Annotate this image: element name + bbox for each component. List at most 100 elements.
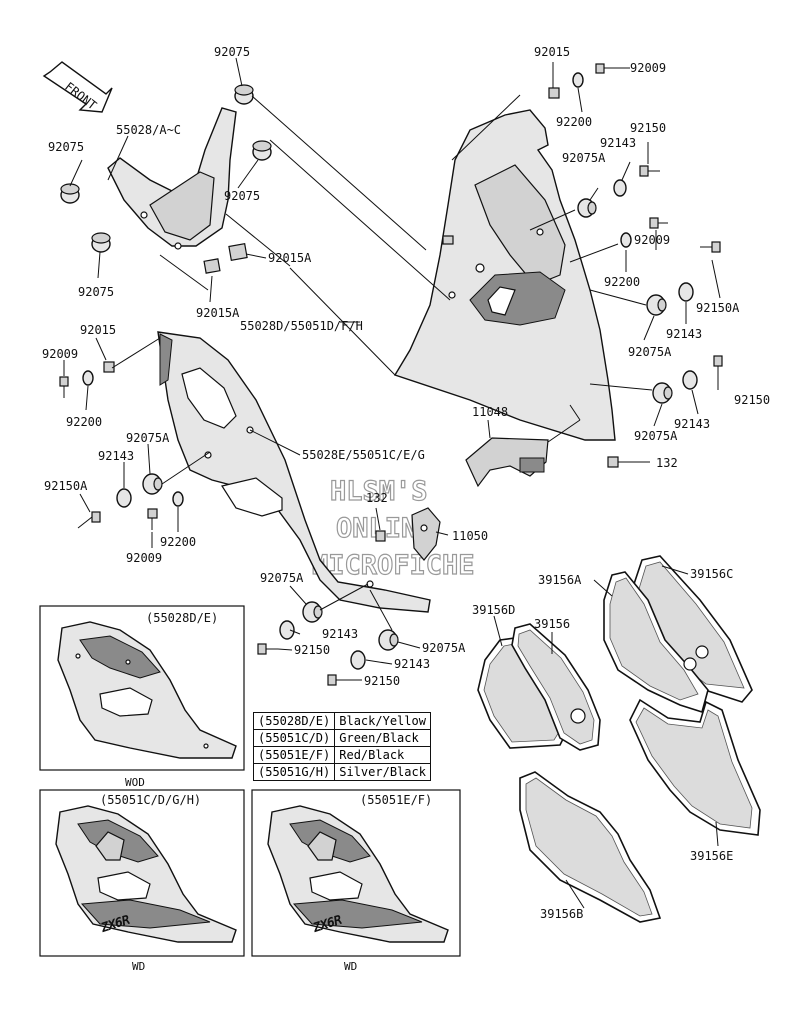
color-code: (55051E/F) [252, 746, 336, 764]
callout-92150: 92150 [364, 674, 400, 688]
inset-caption: WD [344, 960, 357, 973]
fairing-left [157, 331, 431, 613]
washer-92200-top [572, 72, 584, 88]
pad-39156B [519, 771, 662, 923]
washer-92200-left [82, 370, 94, 386]
washer-92200-low [172, 491, 184, 507]
inset-wd-2: (55051E/F) ZX6R WD [251, 789, 461, 973]
color-name: Red/Black [334, 746, 431, 764]
callout-92075A: 92075A [260, 571, 304, 585]
watermark-line-3: MICROFICHE [312, 550, 475, 581]
callout-labels: 92075 55028/A~C 92075 92075 92075 92015A… [42, 45, 770, 921]
callout-92143: 92143 [322, 627, 358, 641]
washer-92200-right [620, 232, 632, 248]
bolt-92150-right-2 [713, 355, 723, 380]
callout-39156B: 39156B [540, 907, 583, 921]
inset-label: (55051E/F) [360, 793, 432, 807]
front-arrow: FRONT [42, 61, 113, 113]
inset-caption: WOD [125, 776, 145, 789]
callout-132: 132 [366, 491, 388, 505]
table-row: (55028D/E) Black/Yellow [252, 712, 431, 730]
bolt-92150A-left [77, 511, 101, 529]
callout-92015: 92015 [534, 45, 570, 59]
callout-39156C: 39156C [690, 567, 733, 581]
collar-92143-top [613, 179, 627, 197]
collar-92143-bottom-2 [350, 650, 366, 670]
grommet-92075A-right [646, 294, 667, 316]
callout-92075A: 92075A [634, 429, 678, 443]
callout-92143: 92143 [674, 417, 710, 431]
grommet-92075-low [91, 232, 111, 253]
callout-92075: 92075 [214, 45, 250, 59]
watermark-line-1: HLSM'S [330, 476, 428, 507]
callout-132: 132 [656, 456, 678, 470]
bolt-132-center [375, 530, 386, 542]
inset-wod: (55028D/E) WOD [39, 605, 245, 789]
bolt-92009-left [59, 376, 69, 398]
inset-label: (55051C/D/G/H) [100, 793, 201, 807]
callout-92150: 92150 [734, 393, 770, 407]
callout-92200: 92200 [556, 115, 592, 129]
callout-92143: 92143 [394, 657, 430, 671]
watermark: HLSM'S ONLINE MICROFICHE [311, 475, 475, 581]
callout-92015A: 92015A [196, 306, 240, 320]
callout-92075A: 92075A [628, 345, 672, 359]
table-row: (55051E/F) Red/Black [252, 746, 431, 764]
inset-label: (55028D/E) [146, 611, 218, 625]
callout-92143: 92143 [666, 327, 702, 341]
collar-92143-right [678, 282, 694, 302]
callout-92009: 92009 [42, 347, 78, 361]
table-row: (55051C/D) Green/Black [252, 729, 431, 747]
callout-39156E: 39156E [690, 849, 733, 863]
callout-39156: 39156 [534, 617, 570, 631]
clip-92015A-bottom [203, 258, 221, 274]
bolt-92150A-right [700, 241, 721, 253]
callout-92150: 92150 [630, 121, 666, 135]
callout-92150A: 92150A [696, 301, 740, 315]
pad-39156A [603, 571, 709, 714]
callout-39156A: 39156A [538, 573, 582, 587]
pad-39156 [511, 623, 601, 751]
clip-92015-left [103, 361, 115, 373]
grommet-92075A-bottom-2 [378, 629, 399, 651]
color-table: (55028D/E) Black/Yellow (55051C/D) Green… [252, 712, 431, 781]
table-row: (55051G/H) Silver/Black [252, 763, 431, 781]
color-name: Black/Yellow [334, 712, 431, 730]
collar-92143-bottom-1 [279, 620, 295, 640]
bolt-92150-bottom-1 [257, 643, 278, 655]
inset-caption: WD [132, 960, 145, 973]
callout-92015: 92015 [80, 323, 116, 337]
callout-11048: 11048 [472, 405, 508, 419]
callout-92009: 92009 [126, 551, 162, 565]
callout-39156D: 39156D [472, 603, 515, 617]
clip-92015-top [548, 87, 560, 99]
callout-92009: 92009 [630, 61, 666, 75]
inner-cover-upper [107, 107, 237, 250]
pad-39156E [629, 698, 761, 836]
bolt-92009-right [649, 217, 668, 229]
callout-92200: 92200 [160, 535, 196, 549]
bolt-92009-low [147, 508, 158, 530]
callout-92150: 92150 [294, 643, 330, 657]
callout-92075A: 92075A [126, 431, 170, 445]
callout-92075: 92075 [78, 285, 114, 299]
callout-11050: 11050 [452, 529, 488, 543]
callout-92015A: 92015A [268, 251, 312, 265]
bolt-92150-top [639, 165, 660, 177]
grommet-92075-left [60, 183, 80, 204]
color-name: Green/Black [334, 729, 431, 747]
leader-lines [63, 57, 721, 909]
inset-wd-1: (55051C/D/G/H) ZX6R WD [39, 789, 245, 973]
grommet-92075A-top [577, 198, 597, 218]
bolt-92150-bottom-2 [327, 674, 348, 686]
callout-92200: 92200 [66, 415, 102, 429]
callout-92075A: 92075A [562, 151, 606, 165]
pad-39156C [631, 555, 753, 703]
grommet-92075-top [234, 84, 254, 105]
grommet-92075A-bottom [302, 601, 323, 623]
grommet-92075A-right-2 [652, 382, 673, 404]
callout-55028-a-c: 55028/A~C [116, 123, 181, 137]
callout-92075A: 92075A [422, 641, 466, 655]
callout-55028D-55051D-F-H: 55028D/55051D/F/H [240, 319, 363, 333]
